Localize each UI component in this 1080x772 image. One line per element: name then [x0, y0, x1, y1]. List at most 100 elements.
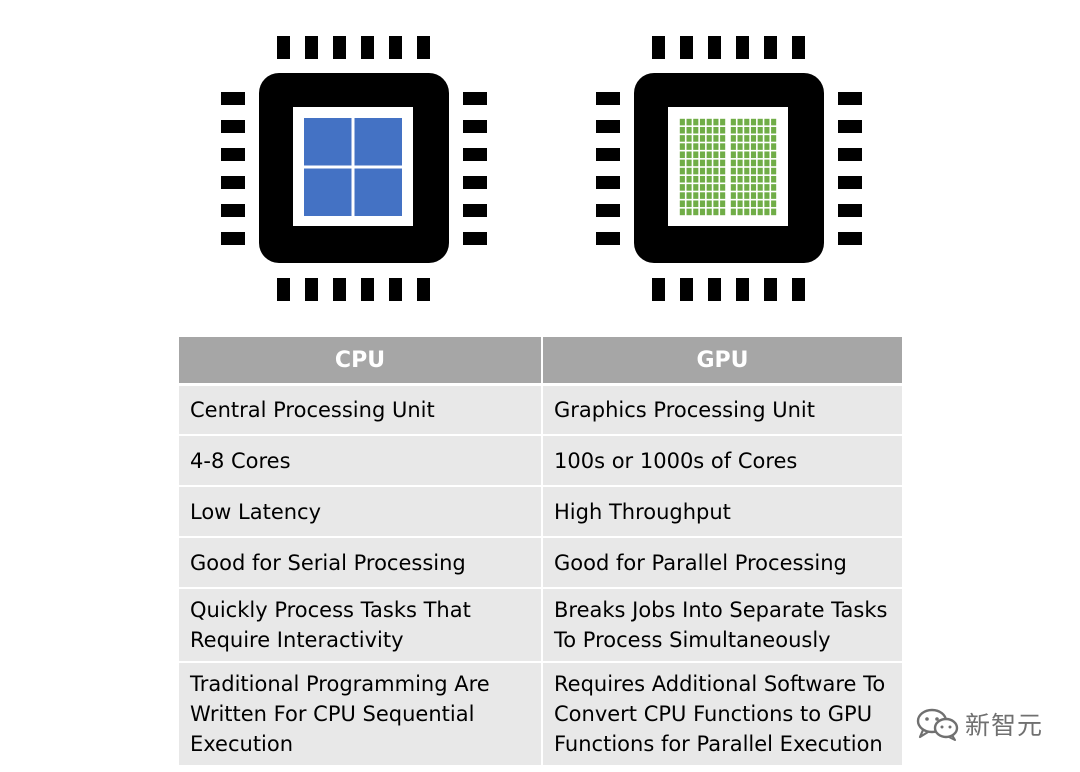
- chip-pin: [333, 278, 346, 301]
- gpu-core: [686, 126, 692, 134]
- gpu-core: [771, 159, 777, 167]
- gpu-core: [679, 167, 685, 175]
- gpu-core: [737, 143, 743, 150]
- gpu-core: [686, 143, 692, 150]
- gpu-core: [730, 151, 736, 159]
- gpu-cell: Good for Parallel Processing: [541, 538, 902, 589]
- gpu-core: [771, 200, 777, 208]
- gpu-core: [720, 184, 726, 191]
- gpu-core: [737, 184, 743, 191]
- gpu-core: [713, 118, 719, 126]
- cpu-cell: Good for Serial Processing: [179, 538, 541, 589]
- gpu-core: [686, 135, 692, 142]
- gpu-core: [744, 167, 750, 175]
- gpu-core: [699, 151, 706, 159]
- cpu-cell: Quickly Process Tasks That Require Inter…: [179, 589, 541, 663]
- cpu-gpu-comparison-table: CPU GPU Central Processing Unit Graphics…: [179, 337, 902, 767]
- chip-pin: [652, 278, 665, 301]
- gpu-core: [679, 159, 685, 167]
- chip-pin: [221, 232, 245, 245]
- cpu-core: [304, 168, 352, 216]
- gpu-core: [713, 126, 719, 134]
- gpu-core: [720, 135, 726, 142]
- gpu-core: [764, 200, 770, 208]
- gpu-core: [764, 159, 770, 167]
- gpu-core: [699, 135, 706, 142]
- chip-pin: [736, 36, 749, 59]
- gpu-core: [730, 167, 736, 175]
- gpu-core: [744, 143, 750, 150]
- gpu-core: [713, 200, 719, 208]
- gpu-core: [713, 184, 719, 191]
- gpu-core: [771, 208, 777, 216]
- table-header-row: CPU GPU: [179, 337, 902, 386]
- chip-pin: [680, 278, 693, 301]
- gpu-core: [706, 167, 712, 175]
- gpu-core: [771, 175, 777, 183]
- chip-pin: [305, 36, 318, 59]
- chip-pin: [389, 278, 402, 301]
- gpu-core: [713, 192, 719, 199]
- chip-pin: [596, 204, 620, 217]
- gpu-core: [737, 135, 743, 142]
- chip-pin: [277, 278, 290, 301]
- gpu-core: [693, 151, 699, 159]
- header-cpu: CPU: [179, 337, 541, 386]
- gpu-core: [737, 126, 743, 134]
- gpu-cell: High Throughput: [541, 487, 902, 538]
- gpu-core: [757, 126, 763, 134]
- gpu-core: [744, 118, 750, 126]
- gpu-core: [699, 175, 706, 183]
- gpu-core: [693, 135, 699, 142]
- gpu-core: [730, 135, 736, 142]
- gpu-core: [693, 208, 699, 216]
- gpu-core: [750, 192, 757, 199]
- gpu-core: [744, 192, 750, 199]
- gpu-core: [720, 151, 726, 159]
- gpu-core: [737, 200, 743, 208]
- gpu-core: [686, 208, 692, 216]
- gpu-core: [757, 143, 763, 150]
- gpu-core: [706, 135, 712, 142]
- gpu-core: [693, 159, 699, 167]
- gpu-core: [757, 175, 763, 183]
- gpu-core: [764, 135, 770, 142]
- gpu-cell: Graphics Processing Unit: [541, 386, 902, 436]
- gpu-core: [706, 208, 712, 216]
- chip-pin: [764, 36, 777, 59]
- chip-pin: [463, 120, 487, 133]
- gpu-core: [744, 200, 750, 208]
- chip-pin: [838, 204, 862, 217]
- chip-die: [668, 107, 788, 226]
- chip-pin: [417, 36, 430, 59]
- table-row: 4-8 Cores 100s or 1000s of Cores: [179, 436, 902, 487]
- chip-pin: [333, 36, 346, 59]
- gpu-core: [693, 143, 699, 150]
- gpu-core: [679, 118, 685, 126]
- chip-pin: [680, 36, 693, 59]
- gpu-core: [750, 143, 757, 150]
- gpu-core: [679, 143, 685, 150]
- chip-pin: [596, 176, 620, 189]
- chip-pin: [361, 278, 374, 301]
- table-row: Low Latency High Throughput: [179, 487, 902, 538]
- gpu-core: [750, 175, 757, 183]
- gpu-core: [750, 118, 757, 126]
- gpu-core: [737, 159, 743, 167]
- gpu-core: [706, 159, 712, 167]
- gpu-core: [730, 200, 736, 208]
- gpu-core: [699, 200, 706, 208]
- gpu-core: [764, 118, 770, 126]
- gpu-core: [764, 167, 770, 175]
- cpu-chip-icon: [221, 36, 487, 301]
- chip-pin: [596, 148, 620, 161]
- gpu-core: [686, 151, 692, 159]
- gpu-core: [720, 192, 726, 199]
- gpu-core: [764, 192, 770, 199]
- gpu-core: [686, 159, 692, 167]
- gpu-core: [693, 167, 699, 175]
- gpu-core: [771, 192, 777, 199]
- chip-pin: [838, 92, 862, 105]
- gpu-core: [764, 126, 770, 134]
- gpu-core: [744, 184, 750, 191]
